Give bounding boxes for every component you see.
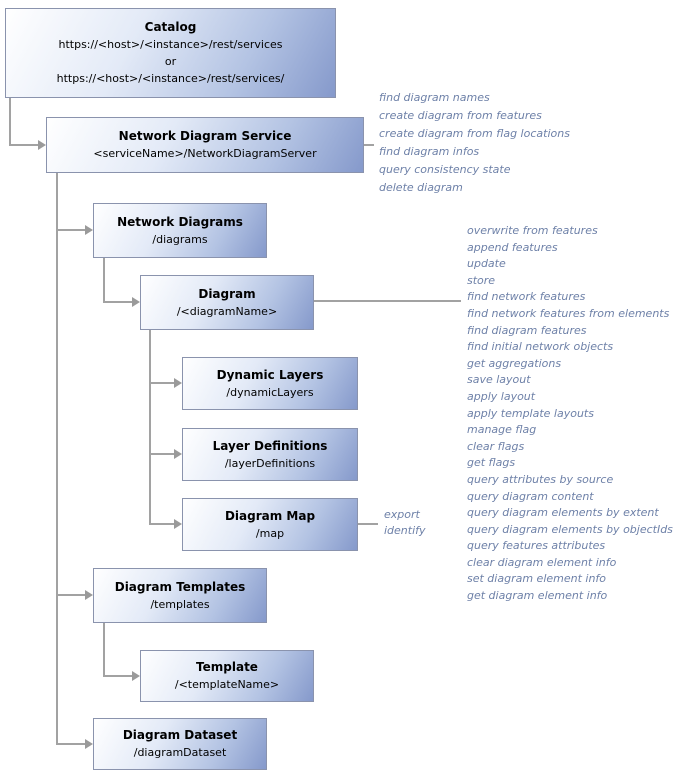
node-path: /map [255, 526, 285, 540]
operation-label: query diagram elements by extent [467, 506, 659, 520]
connector-line [56, 173, 58, 745]
operation-label: find diagram features [467, 323, 587, 337]
arrow-icon [174, 378, 182, 388]
arrow-icon [174, 519, 182, 529]
operation-label: find network features from elements [467, 306, 670, 320]
catalog-url-primary: https://<host>/<instance>/rest/services [58, 38, 283, 51]
connector-line [56, 229, 85, 231]
node-title: Dynamic Layers [216, 367, 324, 382]
operation-label: manage flag [467, 423, 537, 437]
operation-label: store [467, 273, 496, 287]
node-layer-definitions: Layer Definitions /layerDefinitions [182, 428, 358, 481]
operation-label: query features attributes [467, 539, 606, 553]
connector-line [9, 144, 38, 146]
arrow-icon [132, 671, 140, 681]
operation-label: clear diagram element info [467, 555, 617, 569]
catalog-or-label: or [164, 55, 177, 68]
arrow-icon [38, 140, 46, 150]
node-catalog: Catalog https://<host>/<instance>/rest/s… [5, 8, 336, 98]
operation-label: apply layout [467, 389, 536, 403]
connector-line [149, 330, 151, 525]
node-title: Catalog [144, 20, 197, 34]
operation-label: find network features [467, 290, 586, 304]
node-network-diagrams: Network Diagrams /diagrams [93, 203, 267, 258]
operation-label: identify [384, 524, 426, 537]
node-title: Network Diagram Service [118, 129, 292, 143]
operation-label: find diagram names [379, 91, 490, 104]
node-title: Diagram Map [224, 508, 316, 523]
node-path: /<templateName> [174, 678, 280, 691]
connector-line [314, 300, 461, 302]
operation-label: create diagram from flag locations [379, 127, 570, 140]
operation-label: find initial network objects [467, 340, 614, 354]
operation-label: create diagram from features [379, 109, 542, 122]
operation-label: export [384, 508, 420, 521]
operation-label: get aggregations [467, 356, 562, 370]
diagram-operations-list: overwrite from features append features up… [467, 223, 673, 605]
operation-label: get diagram element info [467, 589, 608, 603]
node-path: <serviceName>/NetworkDiagramServer [93, 147, 317, 160]
node-path: /templates [150, 597, 210, 611]
operation-label: query attributes by source [467, 472, 614, 486]
operation-label: get flags [467, 456, 516, 470]
node-title: Layer Definitions [212, 438, 328, 453]
node-path: /layerDefinitions [224, 456, 316, 470]
node-dynamic-layers: Dynamic Layers /dynamicLayers [182, 357, 358, 410]
service-operations-list: find diagram names create diagram from fe… [379, 89, 570, 197]
node-diagram-map: Diagram Map /map [182, 498, 358, 551]
node-template: Template /<templateName> [140, 650, 314, 702]
connector-line [358, 523, 378, 525]
arrow-icon [85, 225, 93, 235]
node-title: Diagram [198, 286, 256, 301]
node-title: Network Diagrams [117, 214, 243, 229]
node-path: /diagrams [152, 232, 208, 246]
connector-line [149, 382, 174, 384]
operation-label: clear flags [467, 439, 525, 453]
connector-line [149, 453, 174, 455]
node-path: /diagramDataset [133, 746, 227, 759]
node-path: /<diagramName> [176, 304, 278, 318]
node-diagram-dataset: Diagram Dataset /diagramDataset [93, 718, 267, 770]
connector-line [9, 97, 11, 146]
node-title: Diagram Templates [114, 579, 246, 594]
node-diagram-templates: Diagram Templates /templates [93, 568, 267, 623]
connector-line [56, 743, 85, 745]
connector-line [103, 623, 105, 677]
operation-label: overwrite from features [467, 224, 598, 237]
connector-line [364, 144, 374, 146]
node-title: Diagram Dataset [122, 728, 238, 742]
arrow-icon [85, 590, 93, 600]
node-path: /dynamicLayers [226, 385, 314, 399]
connector-line [149, 523, 174, 525]
operation-label: query consistency state [379, 163, 511, 176]
arrow-icon [132, 297, 140, 307]
node-network-diagram-service: Network Diagram Service <serviceName>/Ne… [46, 117, 364, 173]
operation-label: save layout [467, 373, 531, 387]
node-diagram: Diagram /<diagramName> [140, 275, 314, 330]
connector-line [103, 675, 132, 677]
connector-line [103, 301, 132, 303]
arrow-icon [85, 739, 93, 749]
catalog-url-alternate: https://<host>/<instance>/rest/services/ [56, 72, 285, 85]
operation-label: apply template layouts [467, 406, 594, 420]
diagram-map-operations-list: export identify [384, 507, 426, 539]
operation-label: delete diagram [379, 181, 463, 194]
operation-label: update [467, 257, 506, 271]
operation-label: set diagram element info [467, 572, 607, 586]
operation-label: find diagram infos [379, 145, 480, 158]
operation-label: query diagram elements by objectIds [467, 522, 673, 536]
arrow-icon [174, 449, 182, 459]
operation-label: append features [467, 240, 558, 254]
connector-line [103, 258, 105, 303]
operation-label: query diagram content [467, 489, 594, 503]
connector-line [56, 594, 85, 596]
node-title: Template [196, 660, 258, 674]
